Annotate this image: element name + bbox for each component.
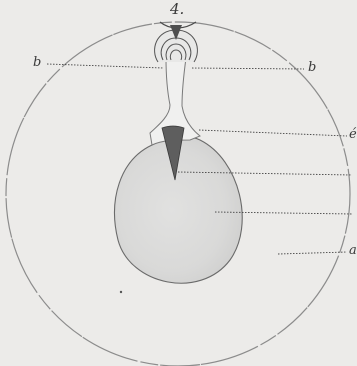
leader-a <box>278 252 347 254</box>
leader-b-right <box>192 68 304 69</box>
label-a: a <box>349 244 357 257</box>
label-b-right: b <box>308 61 316 74</box>
leader-3 <box>199 130 347 136</box>
small-dot <box>120 291 122 293</box>
label-b-left: b <box>33 56 41 69</box>
label-e: é <box>349 128 357 141</box>
head-cap <box>155 22 198 62</box>
